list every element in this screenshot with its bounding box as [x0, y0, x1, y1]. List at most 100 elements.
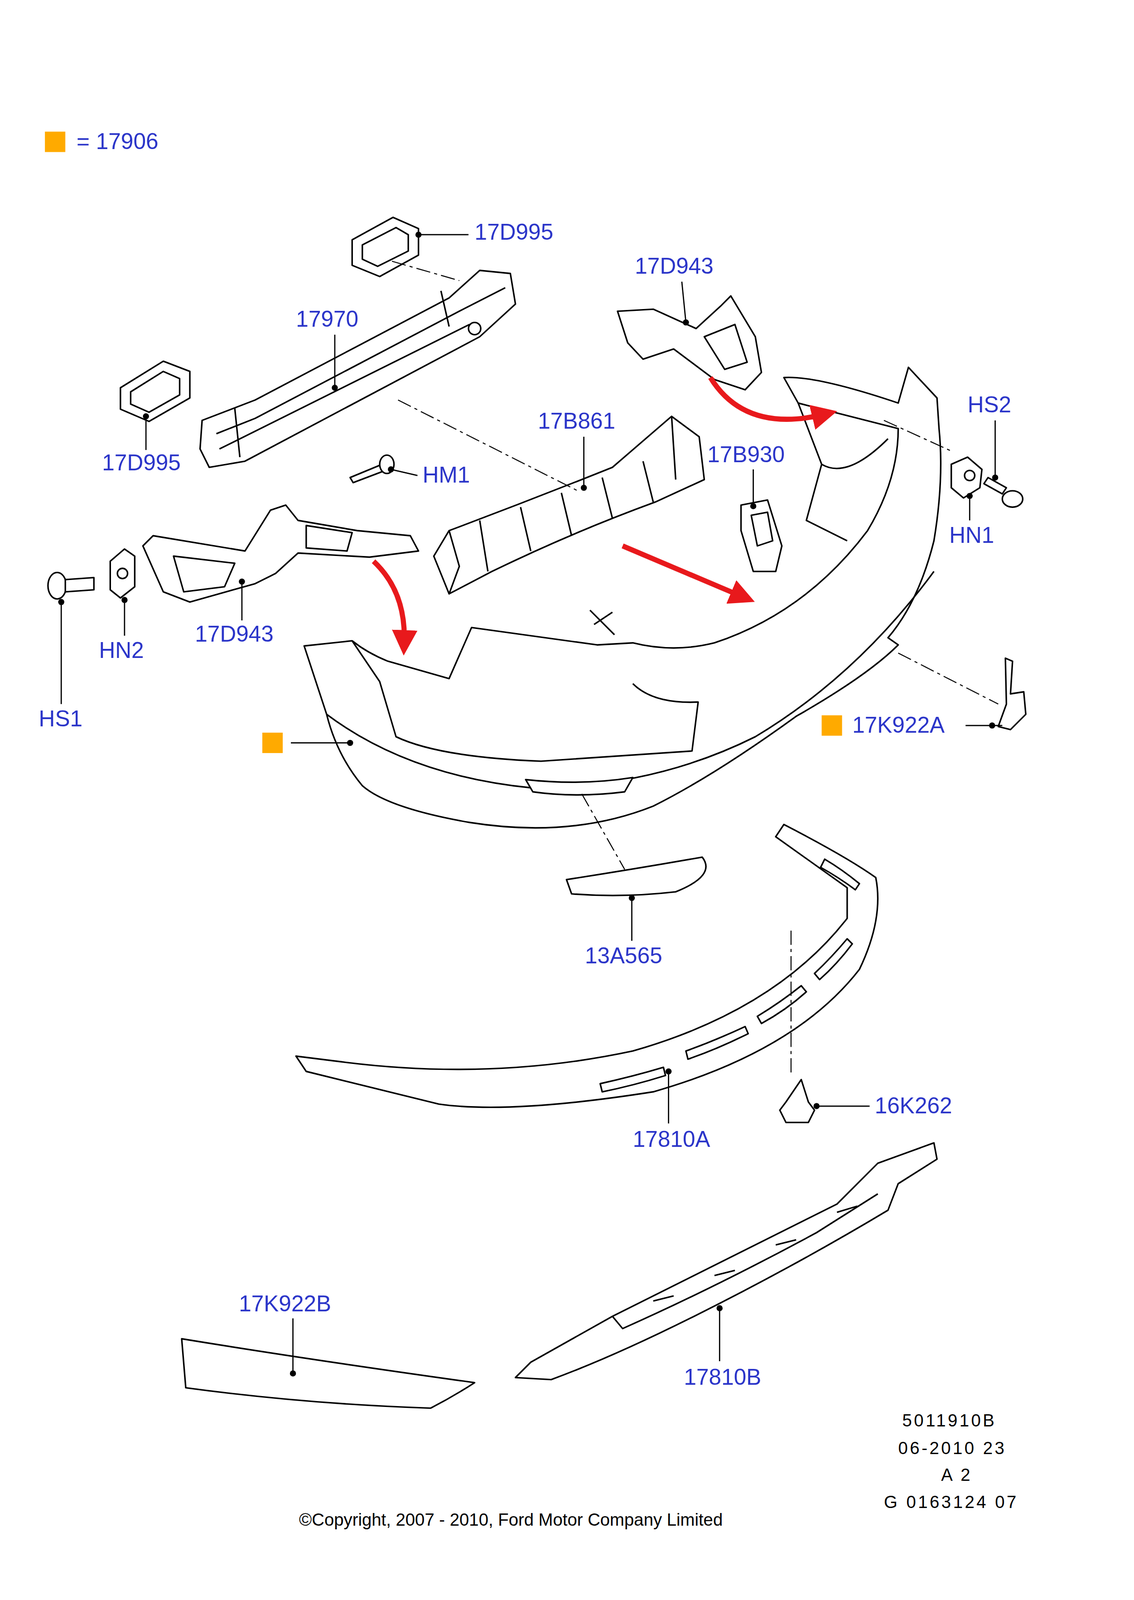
callout-number: 17B861 — [537, 410, 616, 433]
leader-line — [969, 495, 971, 521]
callout-number: 17K922B — [238, 1292, 332, 1316]
footer-note: 5011910B — [902, 1411, 997, 1429]
spoiler-slot — [600, 858, 860, 1092]
bumper-cover — [326, 403, 934, 788]
leader-dot — [289, 1370, 297, 1377]
callout-number: 17810A — [632, 1128, 711, 1152]
leader-dot — [992, 474, 999, 481]
assembly-line — [391, 260, 460, 281]
leader-dot — [716, 1304, 724, 1312]
leader-line — [631, 897, 633, 941]
material-swatch — [262, 732, 283, 753]
screw-part — [48, 572, 67, 599]
callout-number: 17D995 — [474, 221, 554, 245]
bumper-cover — [525, 777, 633, 795]
assembly-arrow — [373, 561, 405, 643]
leader-line — [334, 334, 336, 388]
bracket-part — [120, 361, 190, 422]
spoiler-part — [515, 1142, 937, 1380]
clip-part — [779, 1079, 815, 1123]
leader-dot — [387, 466, 395, 473]
strip-part — [181, 1338, 475, 1408]
leader-line — [752, 469, 754, 507]
bracket-part — [617, 295, 762, 390]
callout-number: 16K262 — [874, 1094, 953, 1118]
assembly-line — [790, 930, 792, 1074]
assembly-arrow — [710, 377, 825, 420]
spoiler-part — [295, 824, 878, 1108]
bumper-cover — [304, 367, 941, 828]
clip-part — [951, 457, 983, 498]
leader-line — [390, 469, 418, 476]
nut-part — [117, 568, 128, 579]
callout-number: 17D943 — [634, 255, 714, 278]
parts — [48, 217, 1026, 1409]
callout-number: HM1 — [422, 464, 471, 488]
leader-line — [145, 416, 147, 450]
leader-dot — [415, 231, 422, 238]
leader-line — [124, 599, 126, 636]
leader-line — [965, 724, 1003, 727]
bracket-part — [352, 217, 419, 277]
leader-line — [681, 281, 686, 323]
callout-number: 17970 — [295, 308, 359, 331]
leader-dot — [989, 722, 996, 729]
leader-dot — [121, 596, 128, 604]
assembly-arrow — [622, 545, 744, 598]
assembly-lines — [391, 260, 999, 1074]
leader-line — [60, 602, 63, 705]
leader-dot — [580, 484, 588, 492]
callout-number: 17810B — [683, 1365, 762, 1389]
bracket-part — [741, 499, 782, 572]
footer-note: 06-2010 23 — [898, 1438, 1007, 1457]
leader-dot — [142, 413, 150, 420]
leader-dot — [682, 319, 690, 326]
leader-line — [994, 420, 996, 478]
rivet-part — [379, 454, 395, 474]
screw-part — [65, 577, 94, 593]
bracket-part — [142, 505, 419, 603]
clip-part — [964, 470, 975, 481]
leader-dot — [331, 384, 338, 391]
callout-number: HN2 — [99, 639, 145, 663]
assembly-line — [883, 420, 952, 452]
rivet-part — [350, 465, 383, 483]
legend-swatch — [44, 131, 66, 152]
assembly-arrows — [373, 377, 826, 643]
legend-entry: = 17906 — [44, 130, 159, 154]
leader-dots — [57, 231, 999, 1377]
assembly-line — [581, 793, 625, 870]
reflector-part — [566, 857, 706, 896]
beam-part — [200, 270, 516, 468]
leader-line — [719, 1307, 721, 1361]
callout-number: HN1 — [949, 524, 995, 547]
leader-line — [583, 436, 585, 488]
leader-line — [667, 1071, 670, 1124]
leader-lines — [61, 234, 1003, 1374]
callout-number: 17B930 — [707, 443, 785, 467]
leader-dot — [750, 502, 757, 510]
footer-note: G 0163124 07 — [883, 1493, 1019, 1511]
leader-dot — [57, 598, 65, 606]
footer-note: ©Copyright, 2007 - 2010, Ford Motor Comp… — [299, 1510, 723, 1528]
callout-number: 17D943 — [194, 623, 274, 647]
leader-line — [241, 581, 243, 621]
assembly-line — [898, 652, 999, 705]
leader-dot — [966, 492, 973, 500]
leader-dot — [628, 894, 636, 902]
leader-line — [418, 234, 469, 236]
leader-line — [292, 1317, 294, 1374]
absorber-part — [433, 416, 705, 594]
trim-part — [998, 657, 1026, 730]
callout-number: 17D995 — [101, 452, 181, 475]
legend-text: = 17906 — [76, 130, 159, 154]
callout-number: HS2 — [967, 393, 1012, 417]
leader-line — [290, 742, 351, 744]
footer-note: A 2 — [940, 1465, 973, 1483]
leader-dot — [238, 578, 246, 585]
leader-dot — [665, 1068, 672, 1075]
leader-dot — [347, 739, 354, 747]
beam-hole — [468, 322, 481, 335]
